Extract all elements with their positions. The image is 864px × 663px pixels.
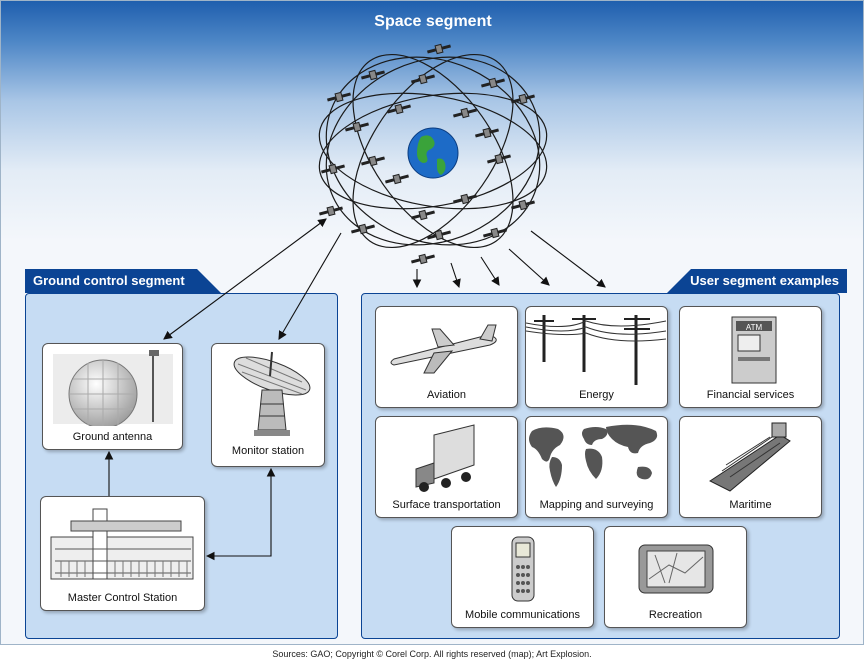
- aviation-card: Aviation: [375, 306, 518, 408]
- ground-control-segment-tab: Ground control segment: [25, 269, 221, 293]
- satellite-icon: [511, 199, 535, 211]
- satellite-icon: [385, 173, 409, 185]
- monitor-station-icon: [233, 351, 311, 436]
- energy-label: Energy: [579, 389, 614, 401]
- power-lines-icon: [526, 315, 667, 385]
- mobile-phone-icon: [511, 536, 535, 602]
- svg-text:ATM: ATM: [746, 323, 763, 332]
- satellite-constellation: [318, 43, 548, 265]
- satellite-icon: [361, 155, 385, 167]
- mapping-surveying-label: Mapping and surveying: [539, 499, 654, 511]
- sources-footer: Sources: GAO; Copyright © Corel Corp. Al…: [272, 649, 592, 659]
- satellite-icon: [427, 229, 451, 241]
- energy-card: Energy: [525, 306, 668, 408]
- space-segment-title: Space segment: [374, 13, 492, 30]
- user-segment-tab: User segment examples: [667, 269, 847, 293]
- satellites-group: [319, 43, 535, 265]
- satellite-icon: [351, 223, 375, 235]
- monitor-station-card: Monitor station: [211, 343, 325, 467]
- master-control-station-card: Master Control Station: [40, 496, 205, 611]
- atm-icon: ATM: [731, 316, 777, 384]
- monitor-station-label: Monitor station: [231, 445, 305, 457]
- ship-icon: [708, 422, 791, 492]
- aviation-label: Aviation: [427, 389, 466, 401]
- surface-transportation-label: Surface transportation: [392, 499, 501, 511]
- satellite-icon: [453, 193, 477, 205]
- satellite-icon: [411, 209, 435, 221]
- satellite-icon: [361, 69, 385, 81]
- satellite-icon: [327, 91, 351, 103]
- diagram-frame: Space segment Ground control segment Use…: [0, 0, 864, 645]
- world-map-icon: [529, 424, 658, 487]
- master-control-station-icon: [50, 508, 194, 580]
- satellite-icon: [475, 127, 499, 139]
- maritime-label: Maritime: [729, 499, 772, 511]
- financial-services-card: ATM Financial services: [679, 306, 822, 408]
- ground-antenna-card: Ground antenna: [42, 343, 183, 450]
- satellite-icon: [481, 77, 505, 89]
- satellite-icon: [411, 73, 435, 85]
- satellite-icon: [487, 153, 511, 165]
- surface-transportation-card: Surface transportation: [375, 416, 518, 518]
- maritime-card: Maritime: [679, 416, 822, 518]
- recreation-card: Recreation: [604, 526, 747, 628]
- ground-antenna-label: Ground antenna: [72, 431, 153, 443]
- mobile-communications-label: Mobile communications: [465, 609, 580, 621]
- mapping-surveying-card: Mapping and surveying: [525, 416, 668, 518]
- satellite-icon: [345, 121, 369, 133]
- satellite-icon: [321, 163, 345, 175]
- satellite-icon: [387, 103, 411, 115]
- satellite-icon: [319, 205, 343, 217]
- truck-icon: [415, 424, 475, 492]
- satellite-icon: [483, 227, 507, 239]
- ground-antenna-icon: [53, 350, 173, 426]
- master-control-station-label: Master Control Station: [67, 592, 178, 604]
- satellite-icon: [411, 253, 435, 265]
- satellite-icon: [453, 107, 477, 119]
- gps-device-icon: [638, 544, 714, 594]
- recreation-label: Recreation: [648, 609, 703, 621]
- satellite-icon: [511, 93, 535, 105]
- earth-icon: [407, 127, 459, 179]
- satellite-icon: [427, 43, 451, 55]
- airplane-icon: [390, 324, 497, 374]
- mobile-communications-card: Mobile communications: [451, 526, 594, 628]
- financial-services-label: Financial services: [706, 389, 795, 401]
